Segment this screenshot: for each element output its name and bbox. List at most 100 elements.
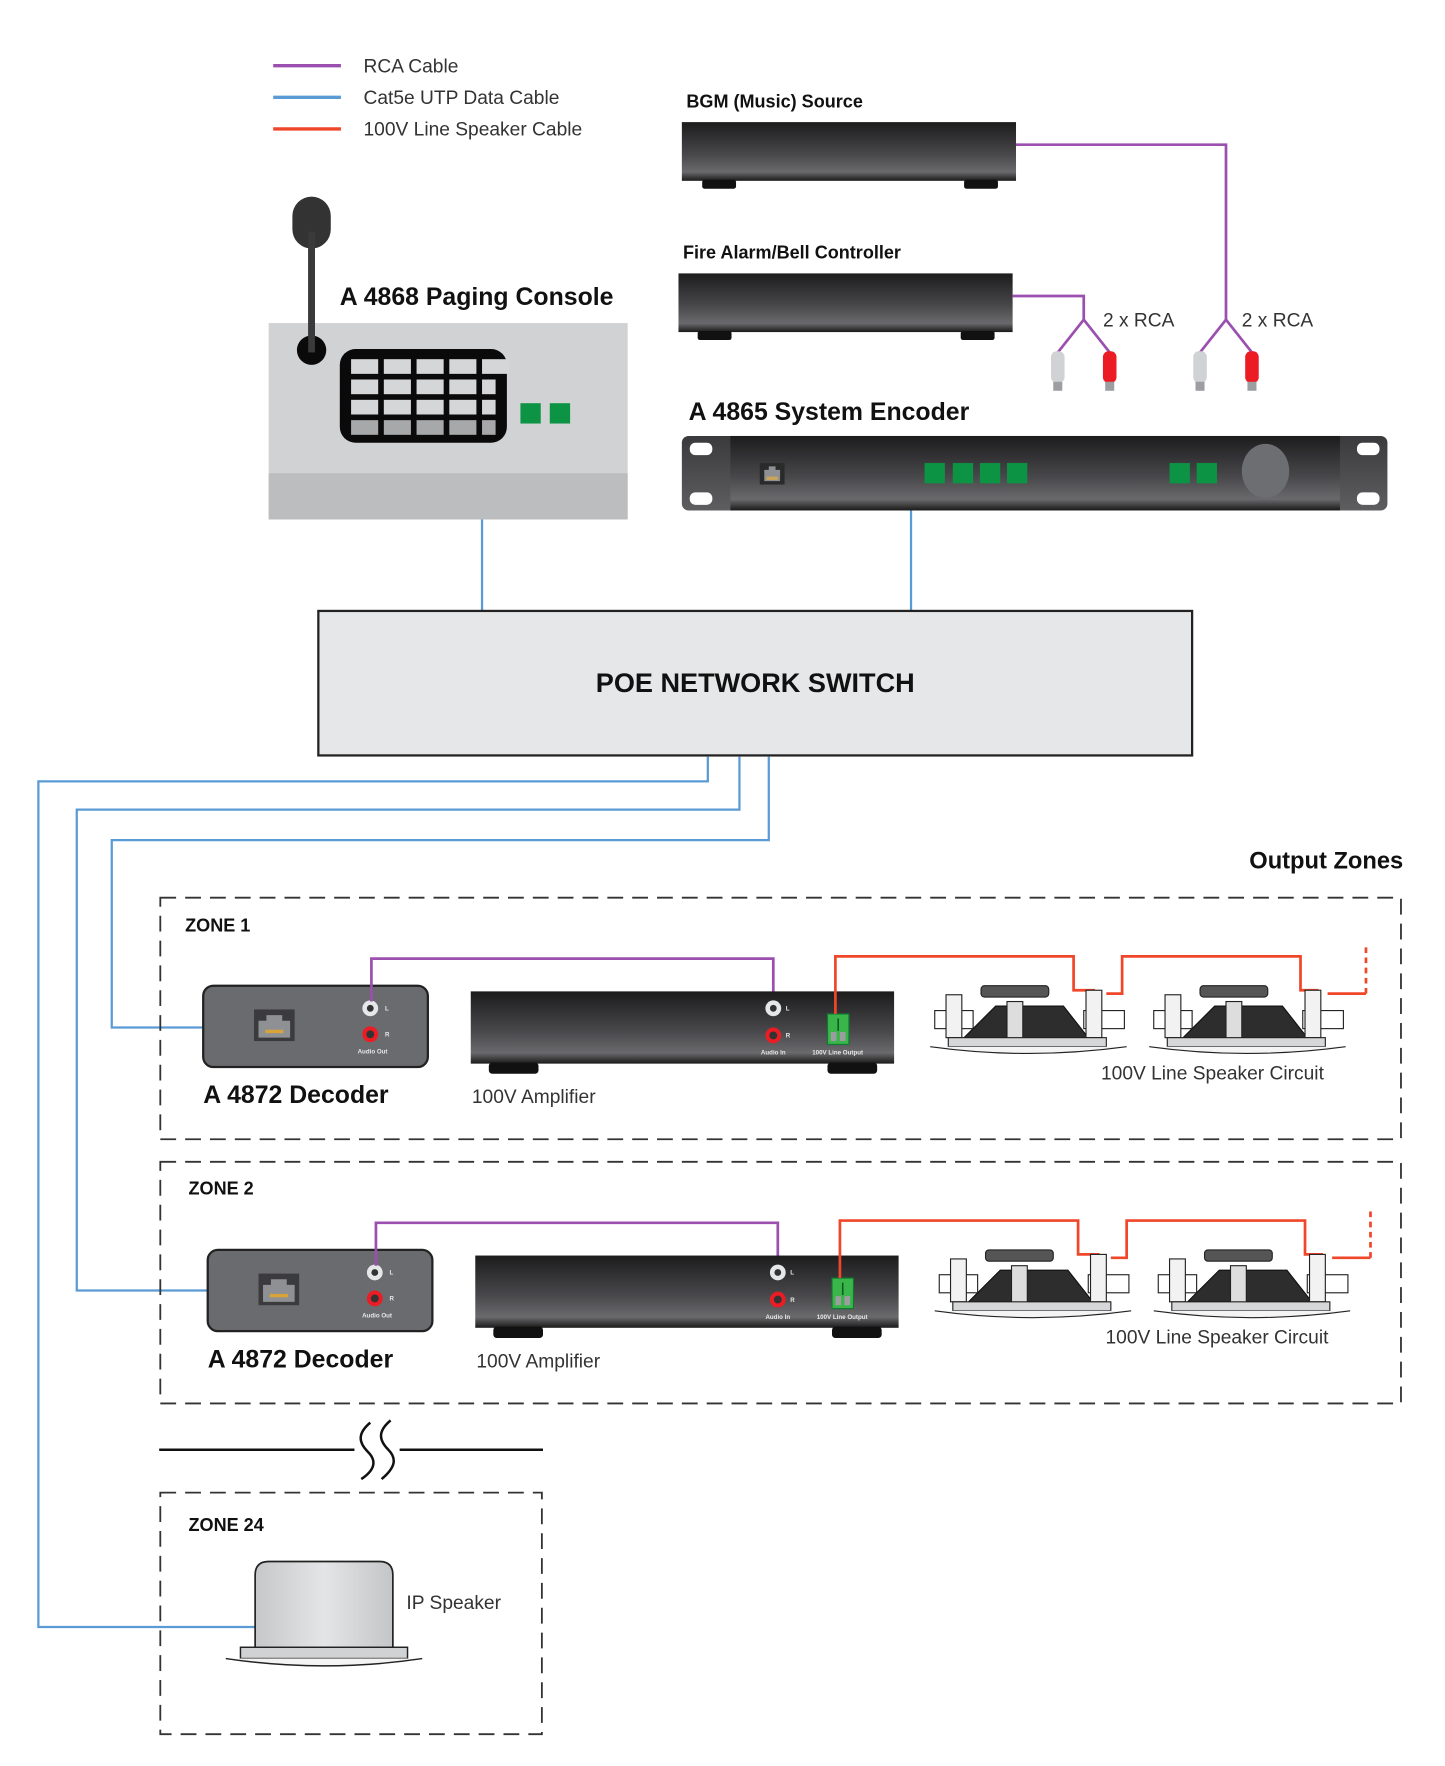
terminal-block-icon (831, 1277, 855, 1310)
zone-1-decoder-label: A 4872 Decoder (203, 1082, 389, 1109)
ip-speaker-device[interactable] (225, 1560, 423, 1667)
ceiling-speaker-icon (934, 1249, 1132, 1319)
status-led (1006, 463, 1028, 484)
legend-label-cat5e: Cat5e UTP Data Cable (364, 88, 560, 109)
line-output-label: 100V Line Output (817, 1314, 868, 1321)
encoder-face (730, 435, 1341, 511)
zone-24-title: ZONE 24 (189, 1515, 264, 1535)
rack-hole (689, 442, 713, 456)
status-led (1169, 463, 1190, 484)
ethernet-port-icon (258, 1273, 300, 1306)
rca-jack-left: L (362, 1000, 389, 1017)
bgm-source-body (681, 122, 1017, 181)
zone-2-speaker-cable (838, 1219, 1100, 1279)
zone-1-speaker-cable (1106, 955, 1319, 995)
fire-alarm-label: Fire Alarm/Bell Controller (683, 243, 901, 263)
zone-2-amplifier-label: 100V Amplifier (476, 1351, 600, 1372)
system-encoder-device[interactable]: A 4865 System Encoder (681, 399, 1388, 511)
zone-1-boundary (159, 896, 1402, 1141)
jack-label: L (790, 1270, 794, 1277)
legend: RCA Cable Cat5e UTP Data Cable 100V Line… (273, 56, 582, 141)
device-foot (702, 179, 737, 189)
device-foot (493, 1326, 544, 1338)
zone-2-decoder-label: A 4872 Decoder (208, 1346, 394, 1373)
jack-label: L (385, 1006, 389, 1013)
jack-label: R (385, 1032, 390, 1039)
system-encoder-label: A 4865 System Encoder (689, 399, 970, 426)
rca-jack-left: L (769, 1264, 794, 1281)
rack-hole (1356, 492, 1380, 505)
rca-jack-left: L (765, 1000, 790, 1017)
ceiling-speaker-icon (1149, 985, 1346, 1054)
rca-plug-red (1245, 351, 1259, 391)
zone-2-rca-cable (374, 1221, 780, 1266)
rca-cable-fire-alarm: 2 x RCA (1012, 294, 1175, 391)
ceiling-speaker-icon (1153, 1249, 1351, 1319)
zone-2-boundary (159, 1160, 1402, 1405)
zone-24-boundary (159, 1491, 543, 1736)
rack-hole (689, 492, 713, 505)
bgm-source-label: BGM (Music) Source (686, 91, 862, 111)
legend-label-speaker-cable: 100V Line Speaker Cable (364, 120, 583, 141)
rca-plug-white (1051, 351, 1065, 391)
cat5e-cable-zone-2 (75, 756, 741, 1292)
switch-label: POE NETWORK SWITCH (596, 667, 915, 698)
poe-network-switch[interactable]: POE NETWORK SWITCH (317, 609, 1194, 757)
rca-jack-right: R (362, 1026, 390, 1043)
audio-in-label: Audio In (765, 1314, 790, 1321)
rca-jack-right: R (765, 1027, 791, 1044)
zone-1-amplifier-label: 100V Amplifier (472, 1087, 596, 1108)
line-output-label: 100V Line Output (812, 1050, 863, 1057)
audio-in-label: Audio In (761, 1050, 786, 1057)
zone-2-title: ZONE 2 (189, 1179, 254, 1199)
zone-2-decoder[interactable]: L R Audio Out (206, 1248, 434, 1333)
zone-1-amplifier[interactable]: L R Audio In 100V Line Output (470, 991, 895, 1074)
zone-break-symbol (159, 1419, 544, 1481)
device-foot (827, 1062, 878, 1074)
cat5e-cable-zone-1 (110, 756, 770, 1029)
status-led (1196, 463, 1217, 484)
zone-1-speaker-circuit-label: 100V Line Speaker Circuit (1101, 1063, 1325, 1084)
ip-speaker-label: IP Speaker (406, 1593, 501, 1614)
jack-label: L (786, 1006, 790, 1013)
microphone-icon (292, 196, 331, 365)
paging-console-base (268, 473, 628, 520)
jack-label: R (786, 1033, 791, 1040)
volume-knob[interactable] (1241, 443, 1290, 499)
legend-item-speaker-cable: 100V Line Speaker Cable (273, 120, 582, 141)
rca-jack-right: R (769, 1291, 795, 1308)
audio-out-label: Audio Out (362, 1313, 392, 1320)
zone-24: ZONE 24 IP Speaker (159, 1491, 543, 1736)
zone-1-speaker-cable (834, 955, 1096, 1014)
status-led (979, 463, 1001, 484)
legend-item-cat5e: Cat5e UTP Data Cable (273, 88, 559, 109)
keypad-icon (339, 349, 510, 443)
ethernet-port-icon (254, 1009, 295, 1042)
rca-jack-right: R (366, 1290, 394, 1307)
zone-1: ZONE 1 L R Audio Out A 4872 Decoder (159, 896, 1402, 1141)
rca-pair-label-2: 2 x RCA (1242, 310, 1314, 331)
legend-item-rca: RCA Cable (273, 56, 458, 77)
rca-plug-white (1193, 351, 1207, 391)
status-led (924, 463, 945, 484)
ceiling-speaker-icon (930, 985, 1127, 1054)
rca-plug-red (1102, 351, 1117, 391)
zone-2-speaker-cable (1110, 1219, 1324, 1260)
zone-2: ZONE 2 L R Audio Out A 4872 Decoder (159, 1160, 1402, 1405)
device-foot (697, 330, 732, 340)
fire-alarm-controller-device[interactable]: Fire Alarm/Bell Controller (678, 243, 1013, 340)
bgm-source-device[interactable]: BGM (Music) Source (681, 91, 1017, 189)
zone-1-decoder[interactable]: L R Audio Out (202, 984, 429, 1069)
rca-pair-label-1: 2 x RCA (1103, 310, 1175, 331)
zone-1-title: ZONE 1 (185, 916, 250, 936)
jack-label: L (389, 1270, 393, 1277)
zone-2-amplifier[interactable]: L R Audio In 100V Line Output (475, 1255, 899, 1338)
rca-jack-left: L (366, 1264, 393, 1281)
paging-console-device[interactable]: A 4868 Paging Console (268, 196, 628, 520)
ethernet-port-icon (759, 463, 785, 485)
paging-console-label: A 4868 Paging Console (340, 284, 614, 311)
device-foot (960, 330, 995, 340)
jack-label: R (389, 1296, 394, 1303)
cat5e-cable-zone-24 (37, 756, 709, 1629)
